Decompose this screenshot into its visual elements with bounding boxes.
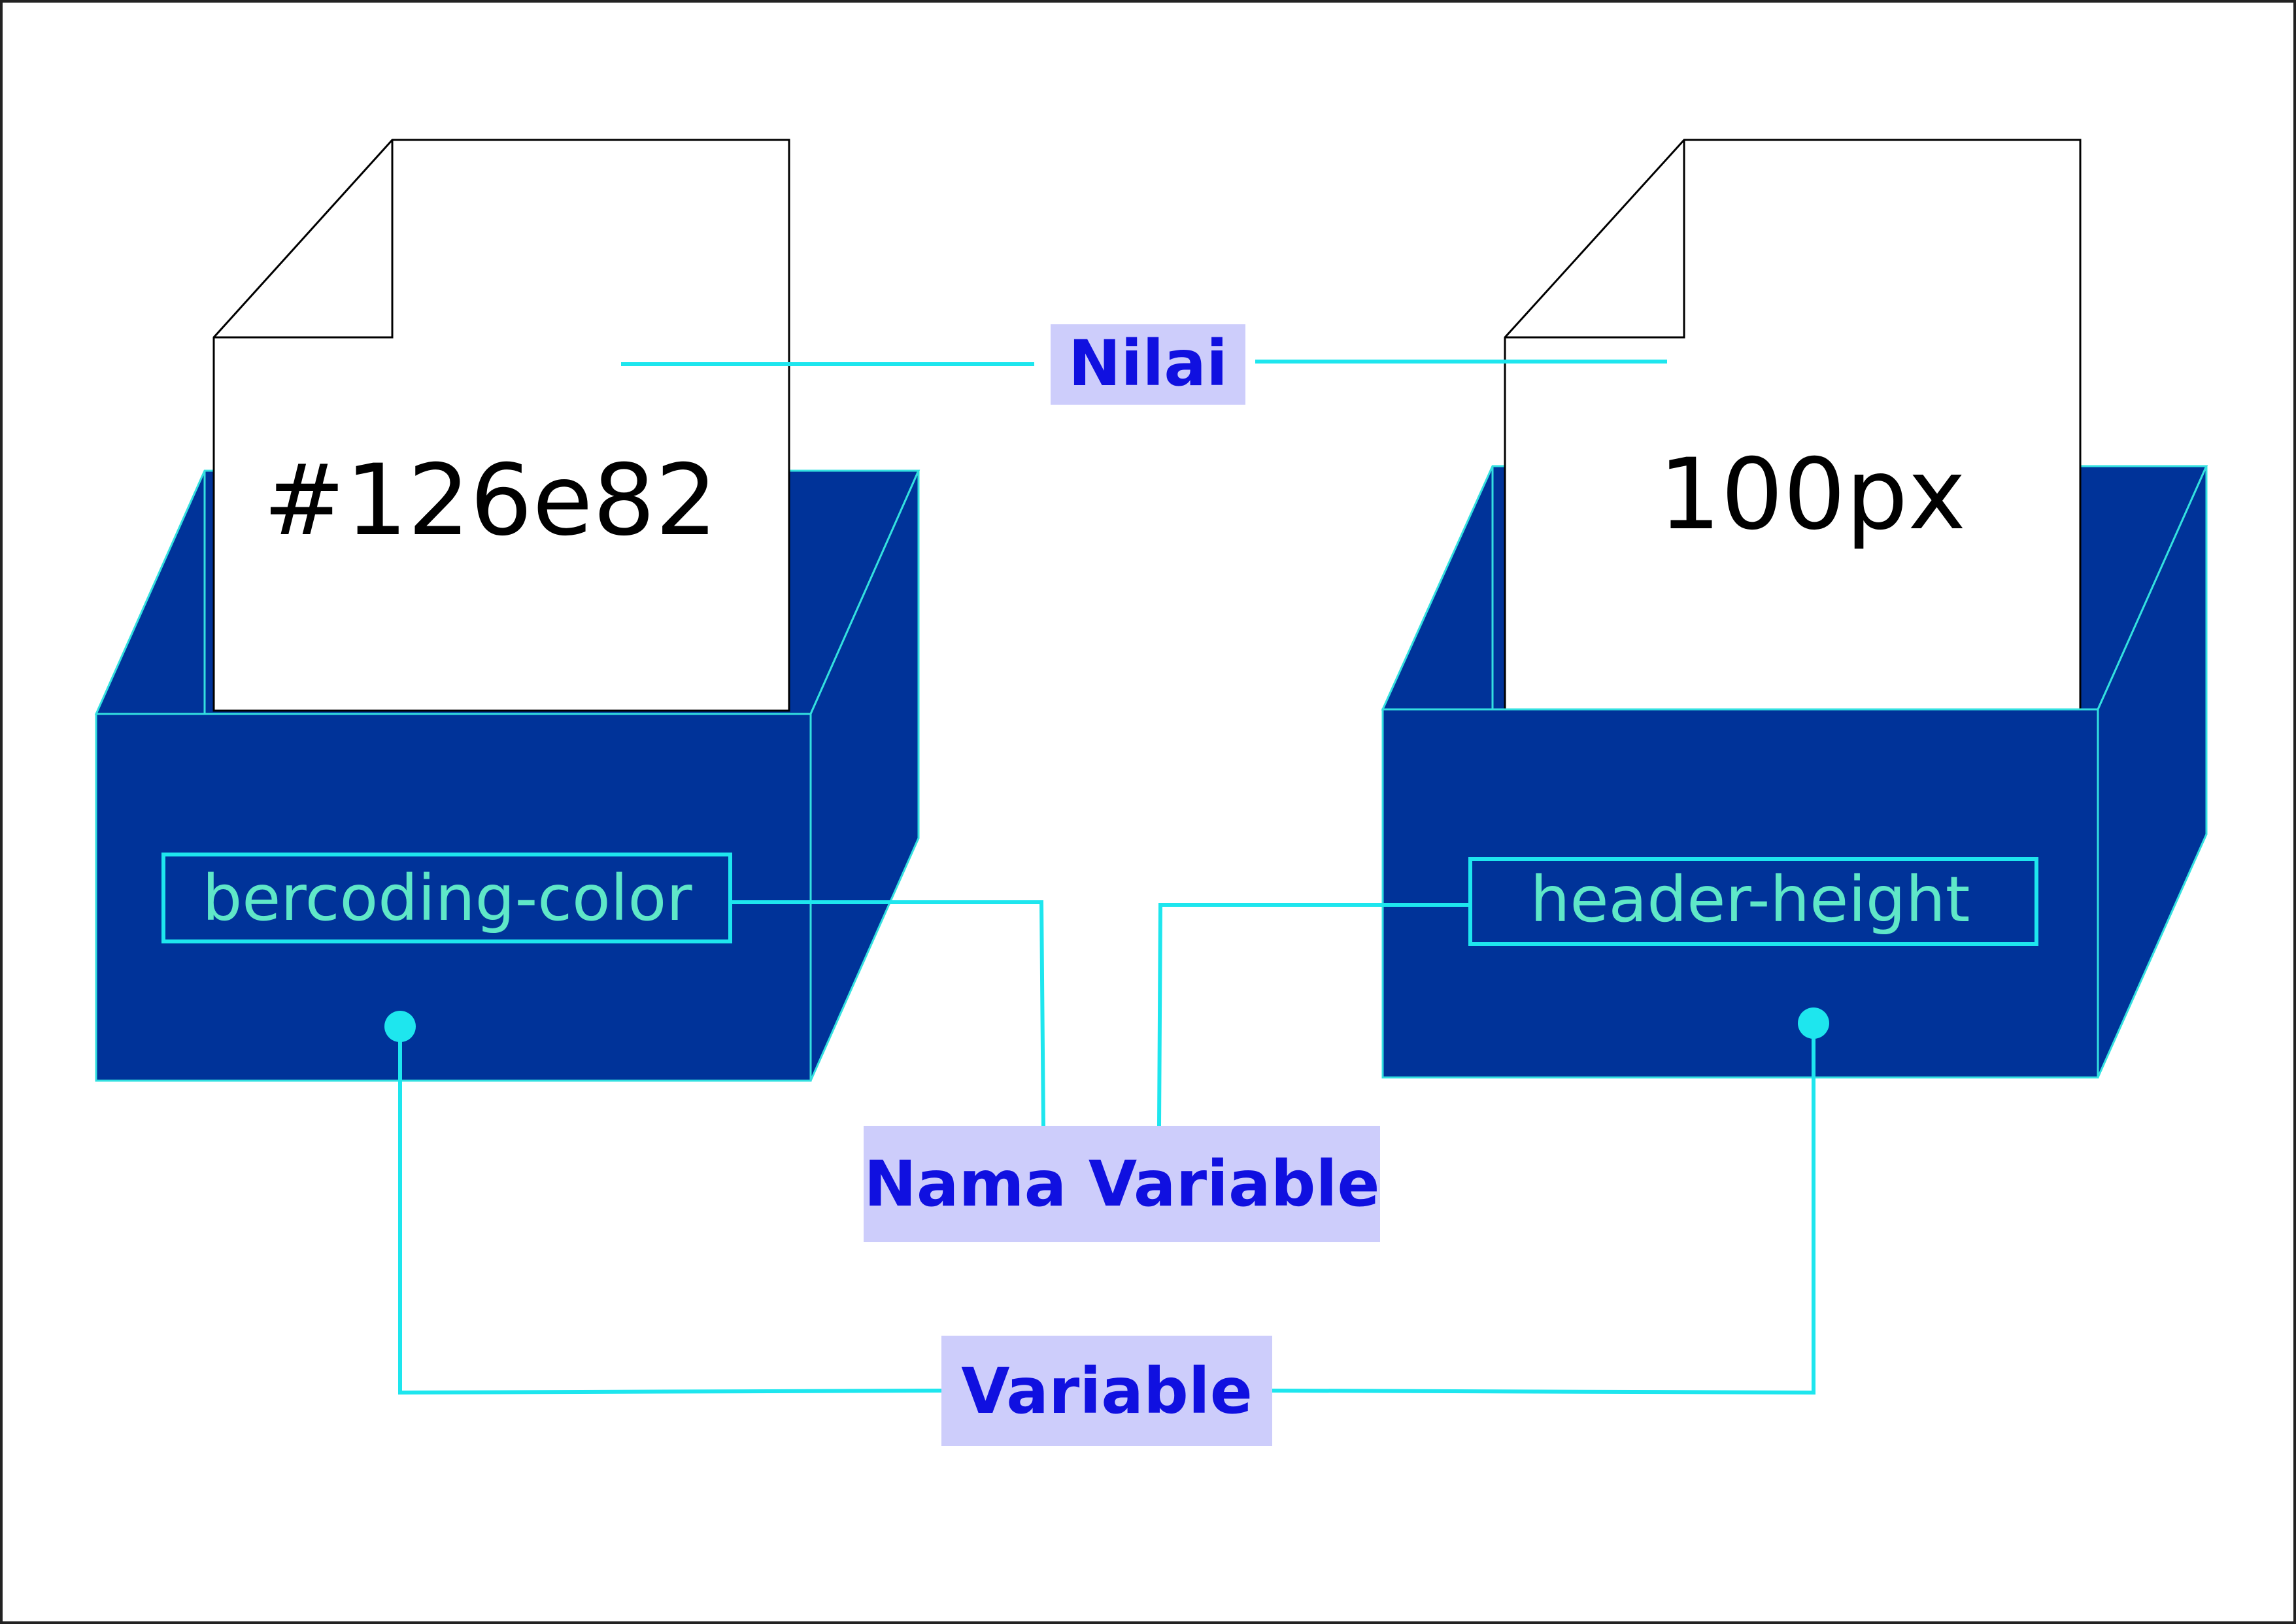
variable-1-value: #126e82 xyxy=(263,444,717,558)
variable-1-name: bercoding-color xyxy=(202,862,692,935)
name-connector-left xyxy=(730,900,1045,1126)
document-1 xyxy=(212,139,790,712)
variable-connector-left xyxy=(398,1026,942,1395)
label-variable-name: Nama Variable xyxy=(864,1126,1380,1242)
label-variable-name-bg xyxy=(864,1126,1380,1242)
label-variable: Variable xyxy=(941,1336,1272,1446)
label-value-text: Nilai xyxy=(1068,327,1228,400)
variable-2-name-box xyxy=(1468,857,2038,946)
label-variable-text: Variable xyxy=(961,1355,1253,1428)
label-variable-bg xyxy=(941,1336,1272,1446)
variable-2-dot xyxy=(1798,1007,1829,1039)
connectors xyxy=(398,360,1815,1395)
variable-2-name: header-height xyxy=(1530,863,1970,936)
label-value-bg xyxy=(1051,324,1245,405)
variable-box-2: 100px header-height xyxy=(1381,139,2208,1079)
variable-1-name-box xyxy=(161,853,732,943)
variable-box-1: #126e82 bercoding-color xyxy=(94,139,920,1082)
variable-2-value: 100px xyxy=(1659,438,1966,552)
variable-connector-right xyxy=(1272,1023,1815,1395)
label-variable-name-text: Nama Variable xyxy=(864,1147,1380,1221)
document-2-fold xyxy=(1505,140,1685,339)
box-2-front xyxy=(1381,708,2099,1079)
variable-1-dot xyxy=(384,1011,416,1042)
box-1-front xyxy=(95,713,812,1082)
name-connector-right xyxy=(1157,903,1470,1126)
document-1-fold xyxy=(214,140,394,339)
label-value: Nilai xyxy=(1051,324,1245,405)
